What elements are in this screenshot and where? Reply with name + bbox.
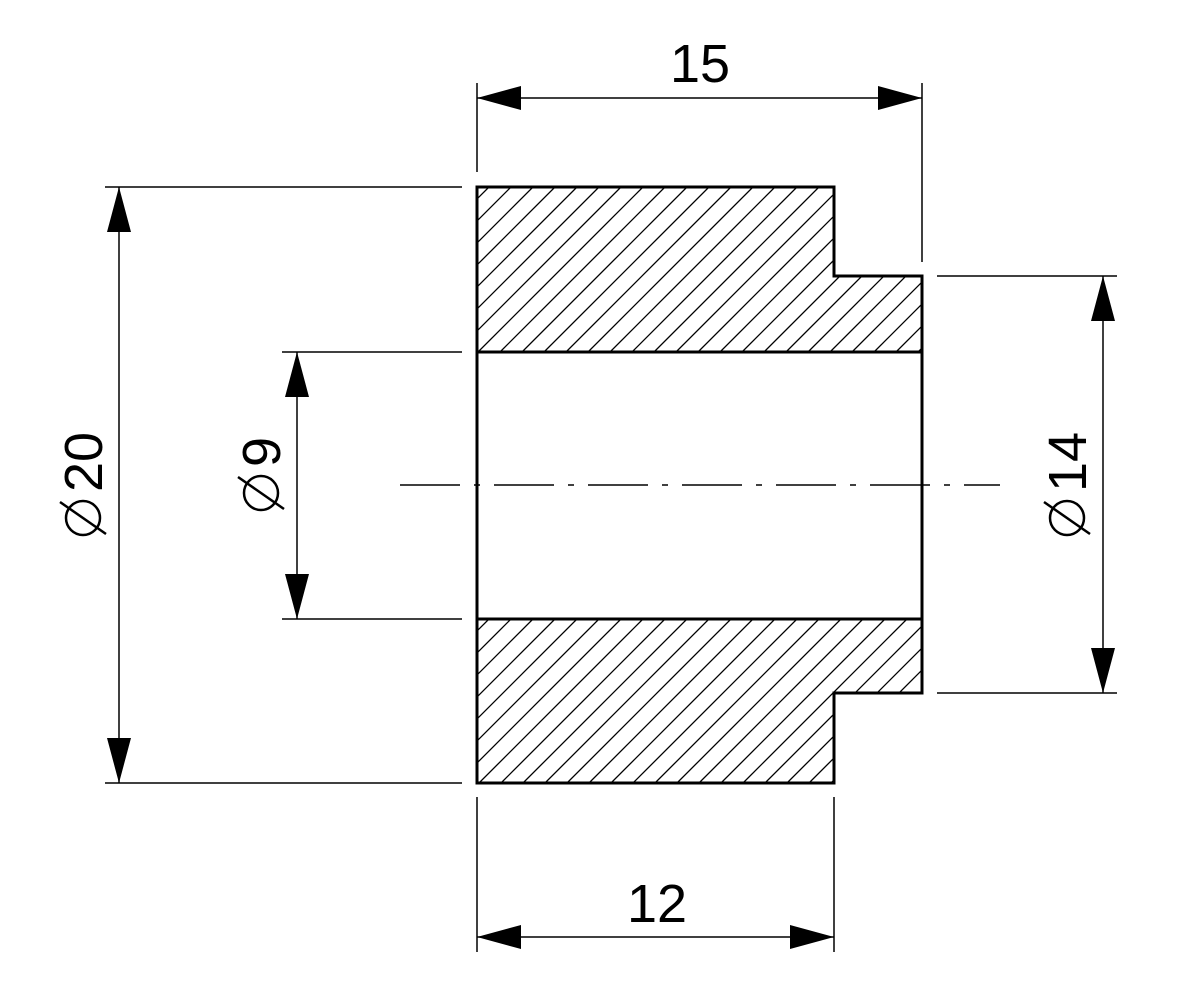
hatch-line [697,187,864,352]
hatch-line [478,619,644,783]
hatch-line [477,619,578,783]
hatch-line [917,187,922,352]
hatch-line [852,619,922,783]
hatch-line [851,187,922,352]
hatch-line [477,187,622,352]
hatch-line [874,619,922,783]
hatch-line [522,619,688,783]
hatch-line [830,619,922,783]
hatch-line [477,619,622,783]
dimension-outer-diameter: 20 [54,186,462,784]
hatch-line [763,187,922,352]
dimension-label-hub-diameter: 14 [1038,432,1098,492]
hatch-top [302,187,922,352]
hatch-line [610,619,776,783]
hatch-line [587,187,754,352]
arrowhead [107,187,131,232]
part-outline-bottom [475,617,924,785]
arrowhead [477,86,521,110]
hatch-line [566,619,732,783]
hatch-line [676,619,842,783]
hatch-line [543,187,710,352]
hatch-line [477,187,644,352]
hatch-line [829,187,922,352]
hatch-line [477,619,556,783]
hatch-line [631,187,798,352]
dimension-bore-diameter: 9 [232,351,462,620]
hatch-line [873,187,922,352]
hatch-line [764,619,922,783]
hatch-line [477,619,600,783]
hatch-line [675,187,842,352]
hatch-line [544,619,710,783]
hatch-line [785,187,922,352]
arrowhead [1091,648,1115,693]
hatch-line [741,187,908,352]
hatch-line [521,187,688,352]
hatch-line [477,619,534,783]
arrowhead [477,925,521,949]
hatch-line [477,187,512,352]
hatch-line [653,187,820,352]
hatch-line [720,619,886,783]
hatch-line [477,187,534,352]
dimension-label-bore-diameter: 9 [232,437,292,467]
hatch-line [477,187,600,352]
hatch-bottom [303,619,922,783]
dimension-flange-length: 12 [476,797,835,952]
hatch-line [918,619,922,783]
arrowhead [285,574,309,619]
diameter-symbol-icon [237,474,285,512]
hatch-line [742,619,908,783]
hatch-line [477,187,578,352]
dimension-overall-length: 15 [476,34,923,262]
dimension-label-flange-length: 12 [627,874,687,934]
hatch-line [477,619,512,783]
hatch-line [588,619,754,783]
arrowhead [1091,276,1115,321]
arrowhead [285,352,309,397]
hatch-line [302,187,467,352]
arrowhead [107,738,131,783]
hatch-line [719,187,886,352]
hatch-line [477,187,556,352]
hatch-line [500,619,666,783]
hatch-line [303,619,467,783]
hatch-line [609,187,776,352]
hatch-line [698,619,864,783]
hatch-line [632,619,798,783]
hatch-line [477,187,490,352]
diameter-symbol-icon [59,499,107,537]
hatch-line [786,619,922,783]
hatch-line [477,619,490,783]
diameter-symbol-icon [1043,499,1091,537]
hatch-line [654,619,820,783]
hatch-line [499,187,666,352]
arrowhead [790,925,834,949]
hatch-line [565,187,732,352]
dimension-label-overall-length: 15 [670,34,730,94]
dimension-label-outer-diameter: 20 [54,432,114,492]
dimension-hub-diameter: 14 [937,275,1117,694]
arrowhead [878,86,922,110]
